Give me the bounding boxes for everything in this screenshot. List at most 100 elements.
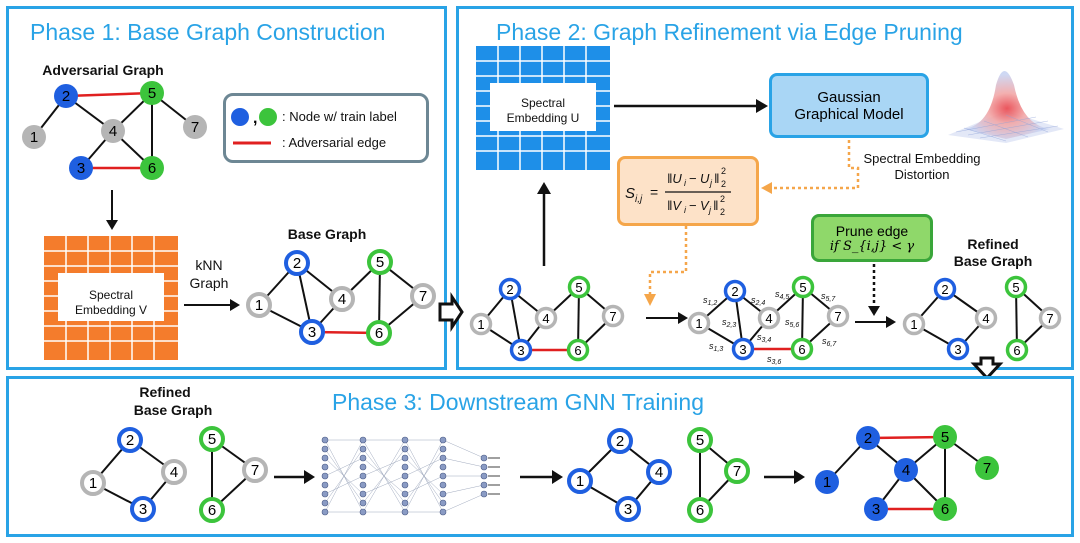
base-node-3 bbox=[299, 319, 325, 345]
spectral-v-label-1: Spectral bbox=[88, 288, 134, 302]
svg-text:6: 6 bbox=[148, 160, 156, 177]
svg-text:6: 6 bbox=[574, 343, 581, 358]
svg-text:4: 4 bbox=[902, 462, 910, 479]
svg-text:7: 7 bbox=[251, 462, 259, 479]
svg-text:‖U: ‖U bbox=[667, 171, 682, 186]
svg-text:‖V: ‖V bbox=[667, 198, 682, 213]
adversarial-graph: 1 2 3 4 5 6 7 bbox=[22, 81, 240, 311]
svg-text:5: 5 bbox=[1012, 280, 1019, 295]
adversarial-edge-2-5 bbox=[65, 91, 153, 98]
legend-comma: , bbox=[253, 110, 257, 127]
svg-text:6: 6 bbox=[1013, 343, 1020, 358]
svg-text:2: 2 bbox=[721, 179, 726, 189]
distortion-label-2: Distortion bbox=[894, 167, 950, 182]
svg-text:i: i bbox=[684, 205, 687, 215]
svg-text:5: 5 bbox=[799, 280, 806, 295]
legend-box bbox=[223, 93, 429, 163]
svg-text:2: 2 bbox=[506, 282, 513, 297]
phase3-title: Phase 3: Downstream GNN Training bbox=[332, 389, 704, 415]
svg-text:2: 2 bbox=[721, 166, 726, 176]
svg-text:4: 4 bbox=[542, 311, 549, 326]
refined-label-2: Base Graph bbox=[953, 253, 1033, 269]
svg-text:i,j: i,j bbox=[635, 194, 643, 205]
down-hollow-arrow bbox=[970, 356, 1004, 381]
svg-text:‖: ‖ bbox=[714, 171, 719, 186]
svg-text:1: 1 bbox=[89, 475, 97, 492]
svg-text:3: 3 bbox=[308, 324, 316, 341]
svg-text:5: 5 bbox=[696, 432, 704, 449]
svg-text:4: 4 bbox=[982, 311, 989, 326]
base-node-6 bbox=[366, 320, 392, 346]
spectral-u-label-2: Embedding U bbox=[506, 111, 580, 125]
node-1 bbox=[22, 125, 46, 149]
svg-text:3: 3 bbox=[517, 343, 524, 358]
node-5 bbox=[140, 81, 164, 105]
svg-text:5: 5 bbox=[148, 85, 156, 102]
formula-box bbox=[617, 156, 759, 226]
refined-label-1: Refined bbox=[967, 236, 1019, 252]
base-node-5 bbox=[367, 249, 393, 275]
svg-text:4: 4 bbox=[655, 464, 663, 481]
base-node-1 bbox=[246, 292, 272, 318]
svg-text:7: 7 bbox=[609, 309, 616, 324]
formula-math: S i,j = ‖U i − U j ‖ 2 2 ‖V i − V j ‖ 2 … bbox=[625, 166, 731, 217]
node-6 bbox=[140, 156, 164, 180]
knn-label-1: kNN bbox=[195, 257, 223, 273]
svg-text:2: 2 bbox=[941, 282, 948, 297]
svg-text:7: 7 bbox=[1046, 311, 1053, 326]
legend-edge-text: : Adversarial edge bbox=[282, 135, 387, 150]
svg-text:1: 1 bbox=[823, 474, 831, 491]
svg-text:j: j bbox=[708, 205, 712, 215]
legend-graphics: , bbox=[231, 108, 277, 145]
svg-text:1: 1 bbox=[695, 316, 702, 331]
svg-text:4: 4 bbox=[170, 464, 178, 481]
spectral-v-label-2: Embedding V bbox=[74, 303, 148, 317]
svg-text:2: 2 bbox=[720, 194, 725, 204]
svg-text:1: 1 bbox=[910, 317, 917, 332]
svg-text:1: 1 bbox=[576, 473, 584, 490]
svg-text:V: V bbox=[700, 198, 710, 213]
svg-text:5: 5 bbox=[376, 254, 384, 271]
ggm-line-1: Gaussian bbox=[817, 88, 881, 106]
svg-text:2: 2 bbox=[293, 255, 301, 272]
svg-text:7: 7 bbox=[733, 463, 741, 480]
down-arrow-head bbox=[106, 220, 118, 230]
prune-line-2: if S_{i,j} < γ bbox=[829, 238, 915, 254]
svg-text:S: S bbox=[625, 185, 635, 202]
svg-text:−: − bbox=[689, 171, 697, 186]
spectral-u-label-1: Spectral bbox=[520, 96, 566, 110]
node-3 bbox=[69, 156, 93, 180]
svg-text:5: 5 bbox=[208, 431, 216, 448]
svg-text:6: 6 bbox=[798, 342, 805, 357]
svg-text:2: 2 bbox=[731, 284, 738, 299]
svg-text:3: 3 bbox=[139, 501, 147, 518]
svg-text:U: U bbox=[700, 171, 710, 186]
base-node-2 bbox=[284, 250, 310, 276]
svg-text:3: 3 bbox=[954, 342, 961, 357]
gaussian-surface-icon bbox=[948, 71, 1064, 143]
svg-text:‖: ‖ bbox=[713, 198, 718, 213]
phase3-refined-label-1: Refined bbox=[139, 384, 191, 400]
node-4 bbox=[101, 119, 125, 143]
phase1-title: Phase 1: Base Graph Construction bbox=[30, 19, 386, 45]
svg-text:1: 1 bbox=[477, 317, 484, 332]
svg-text:5: 5 bbox=[941, 429, 949, 446]
svg-text:2: 2 bbox=[126, 432, 134, 449]
svg-text:1: 1 bbox=[30, 129, 38, 146]
adversarial-graph-label: Adversarial Graph bbox=[42, 62, 164, 78]
svg-text:6: 6 bbox=[941, 501, 949, 518]
base-node-4 bbox=[329, 286, 355, 312]
legend-green-node bbox=[259, 108, 277, 126]
svg-text:6: 6 bbox=[375, 325, 383, 342]
svg-text:7: 7 bbox=[419, 288, 427, 305]
svg-text:3: 3 bbox=[77, 160, 85, 177]
svg-text:7: 7 bbox=[834, 309, 841, 324]
svg-text:2: 2 bbox=[864, 430, 872, 447]
prune-edge-box: Prune edge if S_{i,j} < γ bbox=[811, 214, 933, 262]
prune-line-1: Prune edge bbox=[835, 222, 909, 239]
